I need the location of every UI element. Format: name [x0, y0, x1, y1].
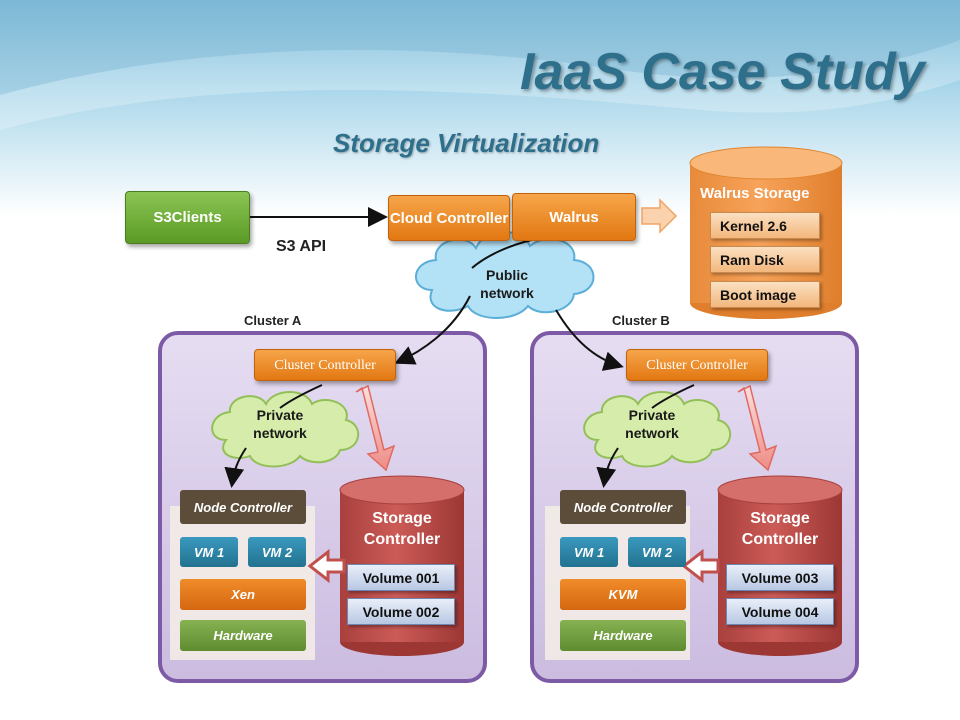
cluster-a-volume-001: Volume 001: [347, 564, 455, 591]
cluster-a-volume-002: Volume 002: [347, 598, 455, 625]
public-network-label: Public network: [480, 267, 534, 301]
cluster-a-hypervisor: Xen: [180, 579, 306, 610]
cluster-a-private-network-label: Private network: [253, 407, 307, 441]
walrus-box: Walrus: [512, 193, 636, 241]
walrus-item-bootimage: Boot image: [710, 281, 820, 308]
s3-clients-box: S3Clients: [125, 191, 250, 244]
pink-arrow-a: [355, 384, 396, 472]
cluster-a-hardware: Hardware: [180, 620, 306, 651]
walrus-item-kernel: Kernel 2.6: [710, 212, 820, 239]
cluster-a-label: Cluster A: [244, 313, 302, 328]
cluster-a-vm2: VM 2: [248, 537, 306, 567]
cluster-a-controller: Cluster Controller: [254, 349, 396, 381]
cluster-b-vm2: VM 2: [628, 537, 686, 567]
cloud-controller-box: Cloud Controller: [388, 195, 510, 241]
cluster-a-storage-controller-label: Storage Controller: [363, 510, 441, 548]
cluster-b-node-controller: Node Controller: [560, 490, 686, 524]
pink-arrow-b: [737, 384, 778, 472]
cluster-b-hardware: Hardware: [560, 620, 686, 651]
volume-arrow-b: [681, 548, 720, 584]
cluster-b-hypervisor: KVM: [560, 579, 686, 610]
cluster-b-private-network-label: Private network: [625, 407, 679, 441]
volume-arrow-a: [307, 548, 346, 584]
cluster-b-controller: Cluster Controller: [626, 349, 768, 381]
cluster-a-node-controller: Node Controller: [180, 490, 306, 524]
cluster-b-vm1: VM 1: [560, 537, 618, 567]
cluster-b-volume-003: Volume 003: [726, 564, 834, 591]
private-network-cloud-b: [583, 391, 732, 468]
public-network-cloud: [415, 231, 595, 319]
cluster-b-storage-controller-label: Storage Controller: [741, 510, 819, 548]
cluster-b-volume-004: Volume 004: [726, 598, 834, 625]
cluster-a-vm1: VM 1: [180, 537, 238, 567]
walrus-storage-title: Walrus Storage: [700, 185, 810, 202]
page-title: IaaS Case Study: [520, 43, 925, 101]
page-subtitle: Storage Virtualization: [333, 128, 600, 158]
walrus-item-ramdisk: Ram Disk: [710, 246, 820, 273]
walrus-storage-arrow: [641, 198, 678, 234]
private-network-cloud-a: [211, 391, 360, 468]
cluster-b-label: Cluster B: [612, 313, 670, 328]
s3-api-label: S3 API: [276, 238, 327, 255]
